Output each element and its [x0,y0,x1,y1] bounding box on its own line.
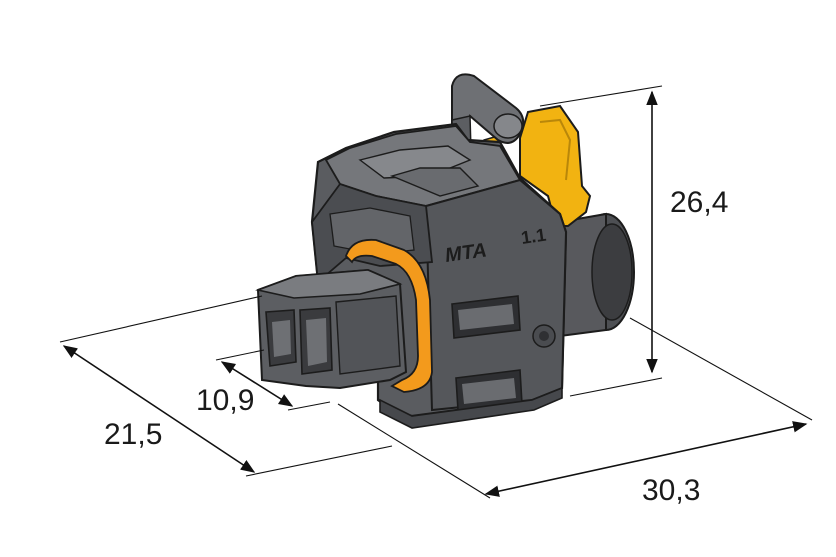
top-lever [451,73,525,194]
version-mark: 1.1 [520,225,548,248]
dimension-lines [59,85,813,499]
width-dimension-line [484,421,808,497]
main-housing [310,122,568,429]
connector-illustration: MTA 1.1 [255,73,635,429]
depth-dimension-line [62,345,256,473]
width-label: 30,3 [642,474,700,507]
pitch-label: 10,9 [196,384,254,417]
orange-seal [344,238,433,393]
pitch-dimension-line [220,361,294,407]
depth-label: 21,5 [104,418,162,451]
height-label: 26,4 [670,186,728,219]
rear-cylinder [559,212,635,338]
front-plug [255,268,408,390]
